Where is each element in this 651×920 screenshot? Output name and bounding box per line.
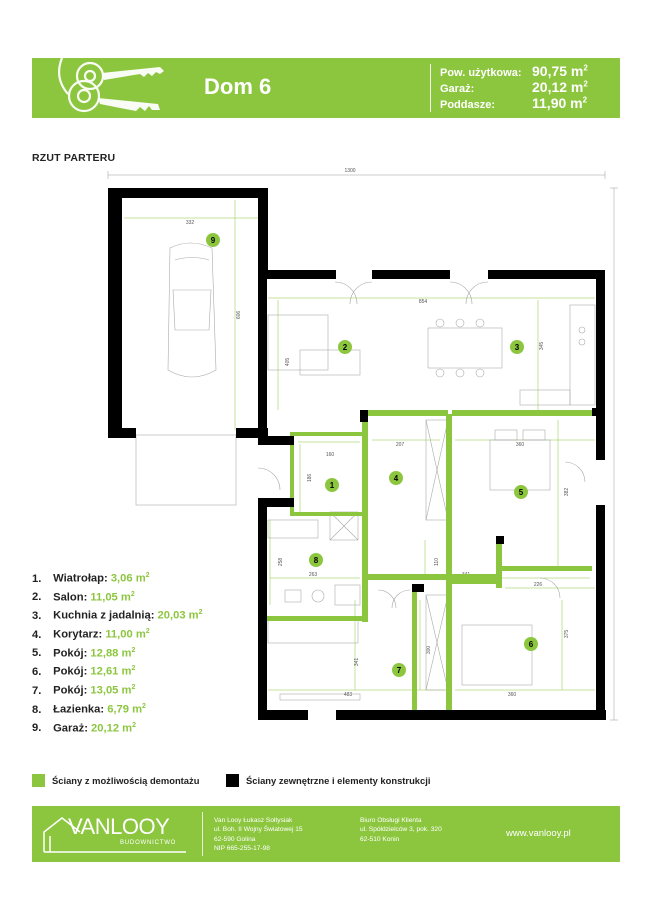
header-divider — [430, 64, 431, 112]
website-link[interactable]: www.vanlooy.pl — [506, 828, 571, 839]
marker-9 — [206, 233, 220, 247]
dim-salon-depth: 405 — [285, 358, 291, 367]
list-item: 7. Pokój: 13,05 m2 — [32, 684, 136, 697]
dim-corridor: 207 — [396, 442, 405, 448]
marker-label: 9 — [211, 236, 216, 245]
dim-room7-depth: 341 — [354, 658, 360, 667]
stat-value: 11,90 m2 — [532, 95, 588, 111]
list-item: 1. Wiatrołap: 3,06 m2 — [32, 572, 150, 585]
marker-label: 8 — [314, 556, 319, 565]
marker-8 — [309, 553, 323, 567]
dim-windbreak-depth: 186 — [307, 474, 313, 483]
dim-bath-depth: 258 — [278, 558, 284, 567]
marker-label: 7 — [397, 666, 402, 675]
stat-usable: Pow. użytkowa: 90,75 m2 — [440, 63, 618, 79]
legend-label: Ściany z możliwością demontażu — [52, 775, 200, 786]
dim-room7-passage: 300 — [426, 646, 432, 655]
dim-salon-width: 854 — [419, 299, 428, 305]
dim-garage-depth: 606 — [236, 311, 242, 320]
marker-1 — [325, 478, 339, 492]
marker-label: 6 — [529, 640, 534, 649]
marker-7 — [392, 663, 406, 677]
stat-garage: Garaż: 20,12 m2 — [440, 79, 618, 95]
marker-label: 4 — [394, 474, 399, 483]
marker-6 — [524, 637, 538, 651]
stat-value: 90,75 m2 — [532, 63, 588, 79]
marker-label: 3 — [515, 343, 520, 352]
marker-label: 2 — [343, 343, 348, 352]
logo-subtitle: BUDOWNICTWO — [120, 840, 177, 846]
black-swatch — [226, 774, 239, 787]
list-item: 6. Pokój: 12,61 m2 — [32, 665, 136, 679]
marker-label: 1 — [330, 481, 335, 490]
page-title: Dom 6 — [204, 74, 272, 99]
house-logo-icon — [43, 817, 186, 853]
dim-total-width: 1300 — [344, 168, 355, 174]
section-title: RZUT PARTERU — [32, 152, 116, 164]
list-item: 5. Pokój: 12,88 m2 — [32, 646, 136, 660]
footer-banner: VANLOOY BUDOWNICTWO Van Looy Łukasz Sołt… — [32, 806, 620, 862]
dim-room6-depth: 375 — [564, 630, 570, 639]
floor-plan: 1300 1415 332 606 854 40 — [107, 168, 618, 721]
marker-label: 5 — [519, 488, 524, 497]
keys-icon — [57, 58, 164, 113]
dim-garage-width: 332 — [186, 220, 195, 226]
dim-bath-width: 263 — [309, 572, 318, 578]
marker-4 — [389, 471, 403, 485]
dim-room7-width: 483 — [344, 692, 353, 698]
logo-text: VANLOOY — [68, 814, 170, 839]
stat-attic: Poddasze: 11,90 m2 — [440, 95, 618, 111]
legend-removable: Ściany z możliwością demontażu — [32, 774, 199, 787]
dim-room6-gap: 226 — [534, 582, 543, 588]
dim-room5-depth: 382 — [564, 488, 570, 497]
dim-room5-width: 360 — [516, 442, 525, 448]
stat-label: Pow. użytkowa: — [440, 67, 522, 79]
list-item: 2. Salon: 11,05 m2 — [32, 590, 135, 604]
header-banner: Dom 6 Pow. użytkowa: 90,75 m2 Garaż: 20,… — [32, 58, 620, 118]
list-item: 3. Kuchnia z jadalnią: 20,03 m2 — [32, 609, 203, 623]
legend-label: Ściany zewnętrzne i elementy konstrukcji — [246, 775, 431, 786]
company-address: Van Looy Łukasz Sołtysiak ul. Boh. II Wo… — [214, 817, 303, 853]
marker-5 — [514, 485, 528, 499]
marker-3 — [510, 340, 524, 354]
dim-room6-width: 360 — [508, 692, 517, 698]
list-item: 8. Łazienka: 6,79 m2 — [32, 702, 146, 716]
stat-label: Garaż: — [440, 83, 475, 95]
legend-structural: Ściany zewnętrzne i elementy konstrukcji — [226, 774, 430, 787]
green-swatch — [32, 774, 45, 787]
dim-corridor-depth: 110 — [434, 558, 440, 566]
room-list: 1. Wiatrołap: 3,06 m2 2. Salon: 11,05 m2… — [32, 572, 203, 740]
list-item: 4. Korytarz: 11,00 m2 — [32, 628, 150, 641]
stat-value: 20,12 m2 — [532, 79, 588, 95]
list-item: 9. Garaż: 20,12 m2 — [32, 721, 137, 735]
area-stats: Pow. użytkowa: 90,75 m2 Garaż: 20,12 m2 … — [440, 63, 618, 111]
footer-divider — [202, 812, 203, 856]
dim-windbreak-width: 160 — [326, 452, 335, 458]
dim-kitchen-depth: 345 — [539, 342, 545, 351]
stat-label: Poddasze: — [440, 99, 496, 111]
marker-2 — [338, 340, 352, 354]
office-address: Biuro Obsługi Klienta ul. Spółdzielców 3… — [360, 817, 442, 843]
